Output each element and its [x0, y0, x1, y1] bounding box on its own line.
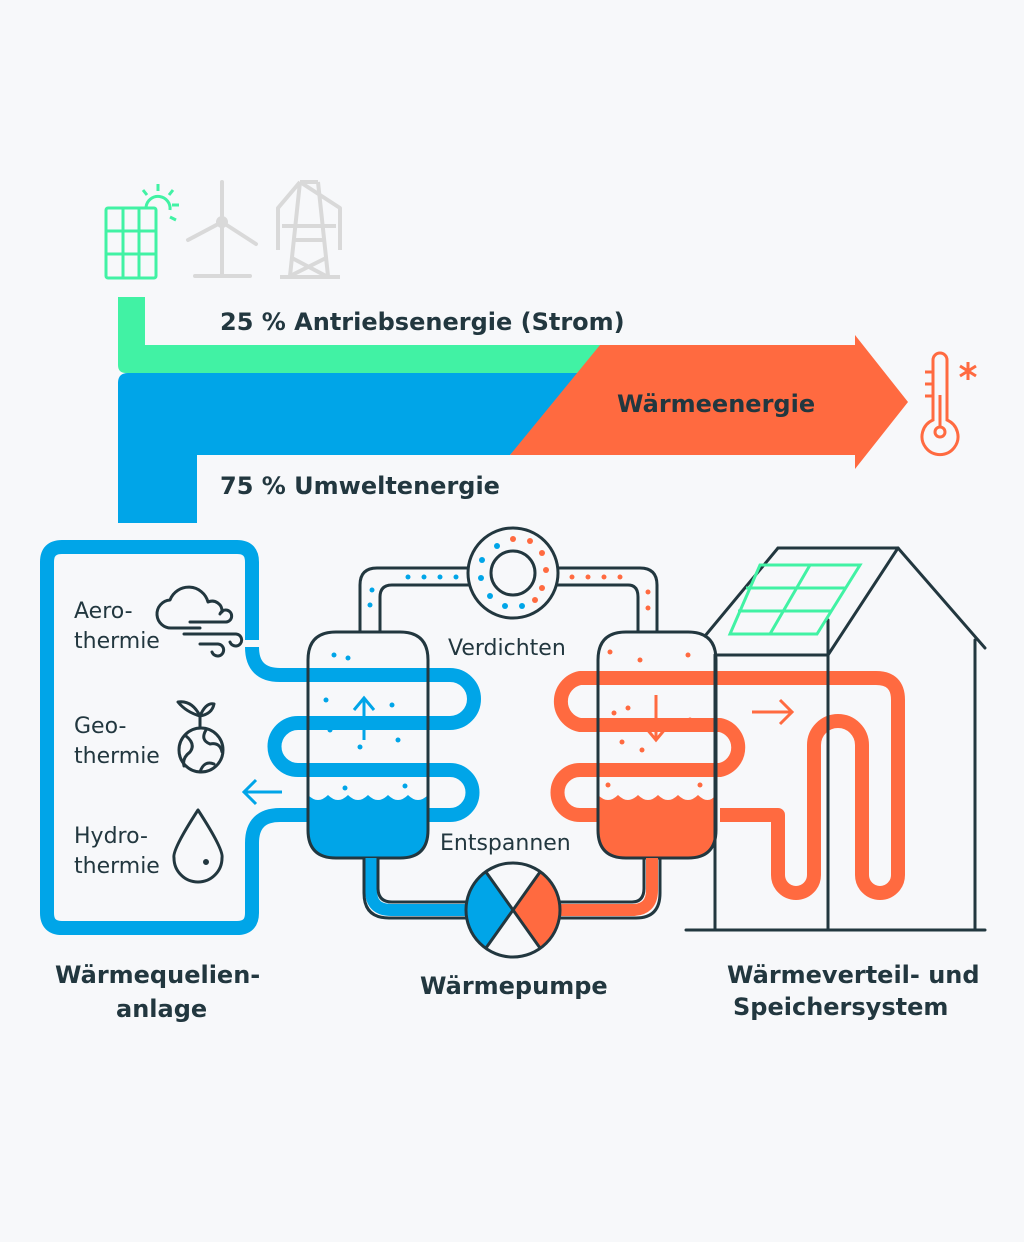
solar-panel-icon [104, 184, 179, 280]
geo-label-2: thermie [74, 744, 160, 769]
wind-cloud-icon [155, 585, 244, 658]
environment-energy-label: 75 % Umweltenergie [220, 472, 500, 500]
wind-turbine-icon [186, 180, 258, 278]
compress-label: Verdichten [448, 636, 566, 661]
geo-label-1: Geo- [74, 714, 126, 739]
refrigerant-dots-hot [569, 574, 651, 611]
earth-plant-icon [176, 700, 225, 774]
compressor-tube [358, 566, 659, 634]
hydro-label-2: thermie [74, 854, 160, 879]
source-system-label-1: Wärmequelien- [55, 961, 260, 989]
hydro-label-1: Hydro- [74, 824, 148, 849]
evaporator-vessel [306, 630, 430, 860]
flow-left-arrow [241, 778, 282, 806]
house-icon [684, 546, 987, 932]
aero-label-1: Aero- [74, 599, 133, 624]
expansion-tube-hot [556, 858, 658, 916]
source-loop-pipe [40, 540, 481, 935]
distribution-label-1: Wärmeverteil- und [727, 961, 980, 989]
aero-label-2: thermie [74, 629, 160, 654]
heat-energy-arrow [510, 335, 908, 469]
thermometer-icon [920, 351, 977, 457]
drive-energy-label: 25 % Antriebsenergie (Strom) [220, 308, 625, 336]
heat-energy-label: Wärmeenergie [617, 390, 815, 418]
water-drop-icon [172, 808, 224, 884]
expansion-valve-icon [464, 861, 562, 959]
drive-energy-flow [118, 297, 600, 373]
heat-pump-label: Wärmepumpe [420, 972, 608, 1000]
power-pylon-icon [276, 180, 342, 279]
compressor-icon [466, 526, 560, 620]
condenser-vessel [596, 630, 718, 860]
expansion-tube-outline [362, 856, 662, 920]
distribution-loop-pipe [550, 671, 905, 900]
source-system-label-2: anlage [116, 995, 207, 1023]
environment-energy-flow [118, 373, 585, 523]
expand-label: Entspannen [440, 831, 571, 856]
roof-solar-panel-icon [727, 563, 863, 636]
flow-right-arrow [752, 698, 795, 726]
distribution-label-2: Speichersystem [733, 993, 948, 1021]
refrigerant-dots-cold [367, 574, 459, 608]
expansion-tube-cold [365, 858, 470, 916]
